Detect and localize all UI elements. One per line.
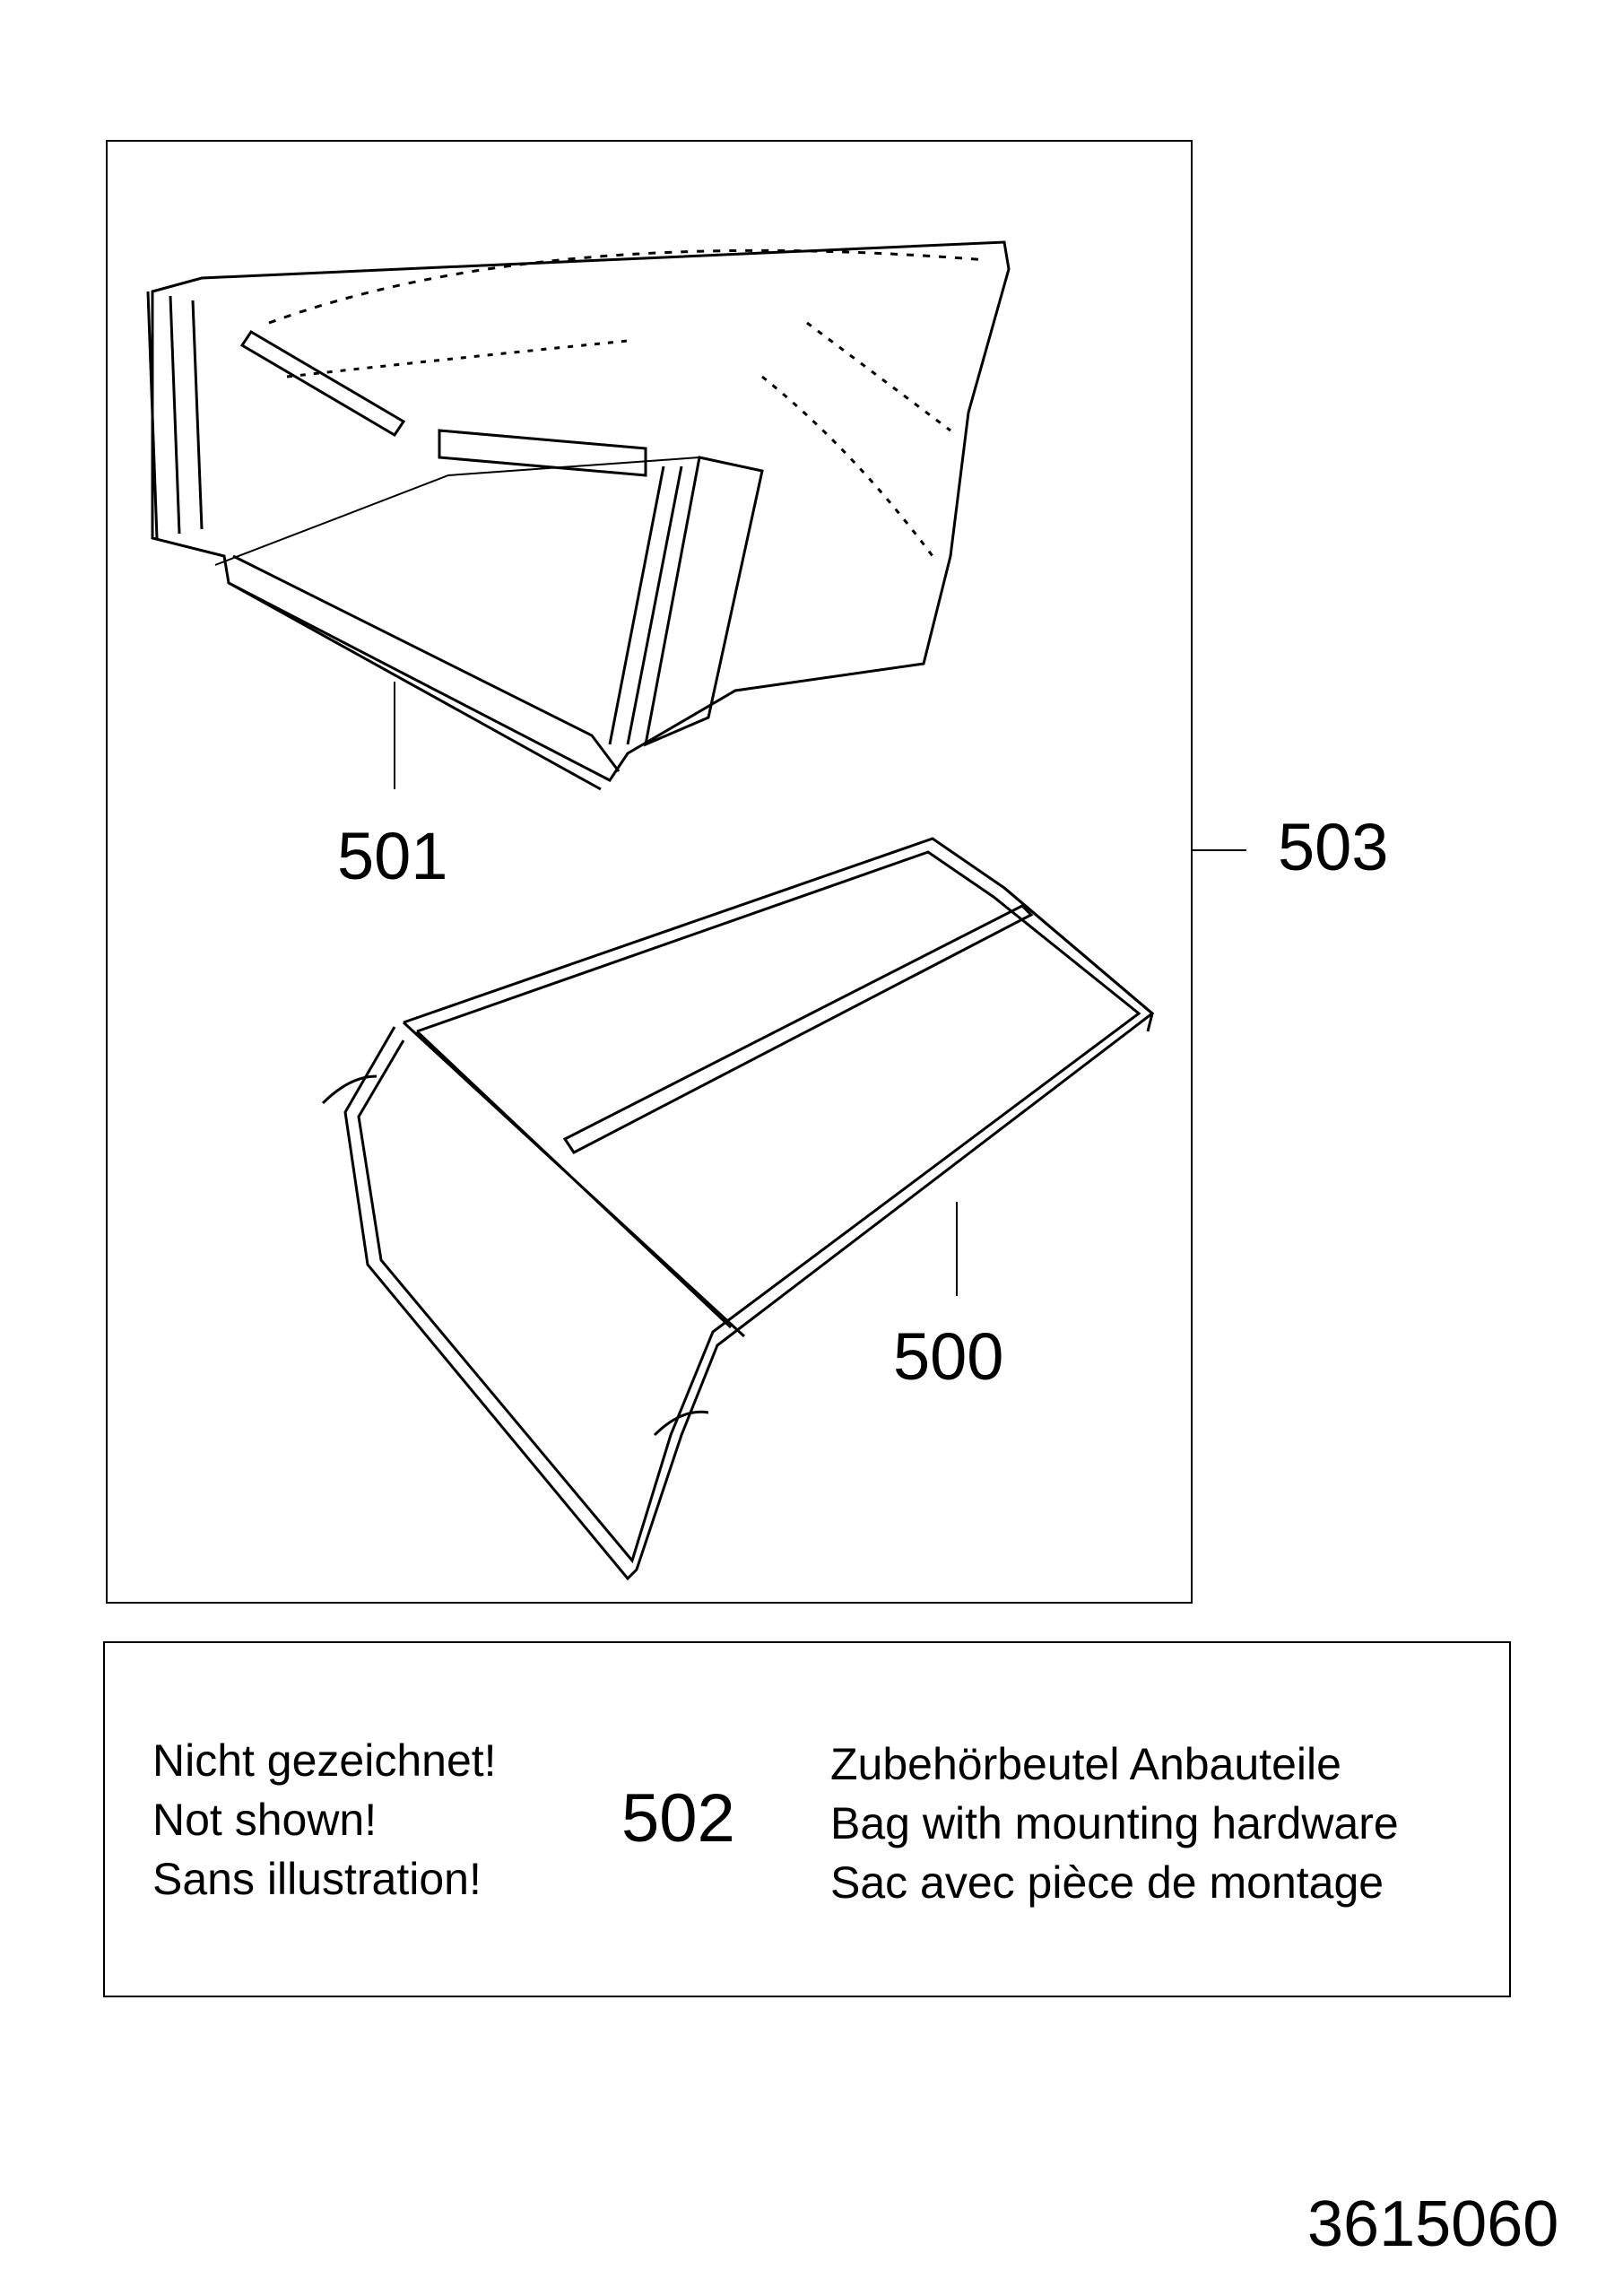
description-fr: Sac avec pièce de montage [830,1857,1384,1908]
callout-503: 503 [1278,810,1389,884]
callout-501: 501 [337,819,448,893]
not-shown-en: Not shown! [152,1795,378,1845]
callout-500: 500 [893,1319,1004,1394]
description-en: Bag with mounting hardware [830,1798,1399,1848]
callout-502: 502 [621,1780,735,1857]
grass-bag-drawing [146,240,1011,791]
drawing-number: 3615060 [1307,2188,1559,2260]
description-de: Zubehörbeutel Anbauteile [830,1739,1341,1789]
hardware-description: Zubehörbeutel Anbauteile Bag with mounti… [830,1735,1399,1912]
not-shown-de: Nicht gezeichnet! [152,1735,497,1786]
bag-frame-drawing [321,837,1155,1581]
illustration-frame [106,140,1193,1604]
not-shown-fr: Sans illustration! [152,1854,482,1904]
not-shown-note-box [103,1641,1511,1997]
not-shown-text: Nicht gezeichnet! Not shown! Sans illust… [152,1731,497,1909]
